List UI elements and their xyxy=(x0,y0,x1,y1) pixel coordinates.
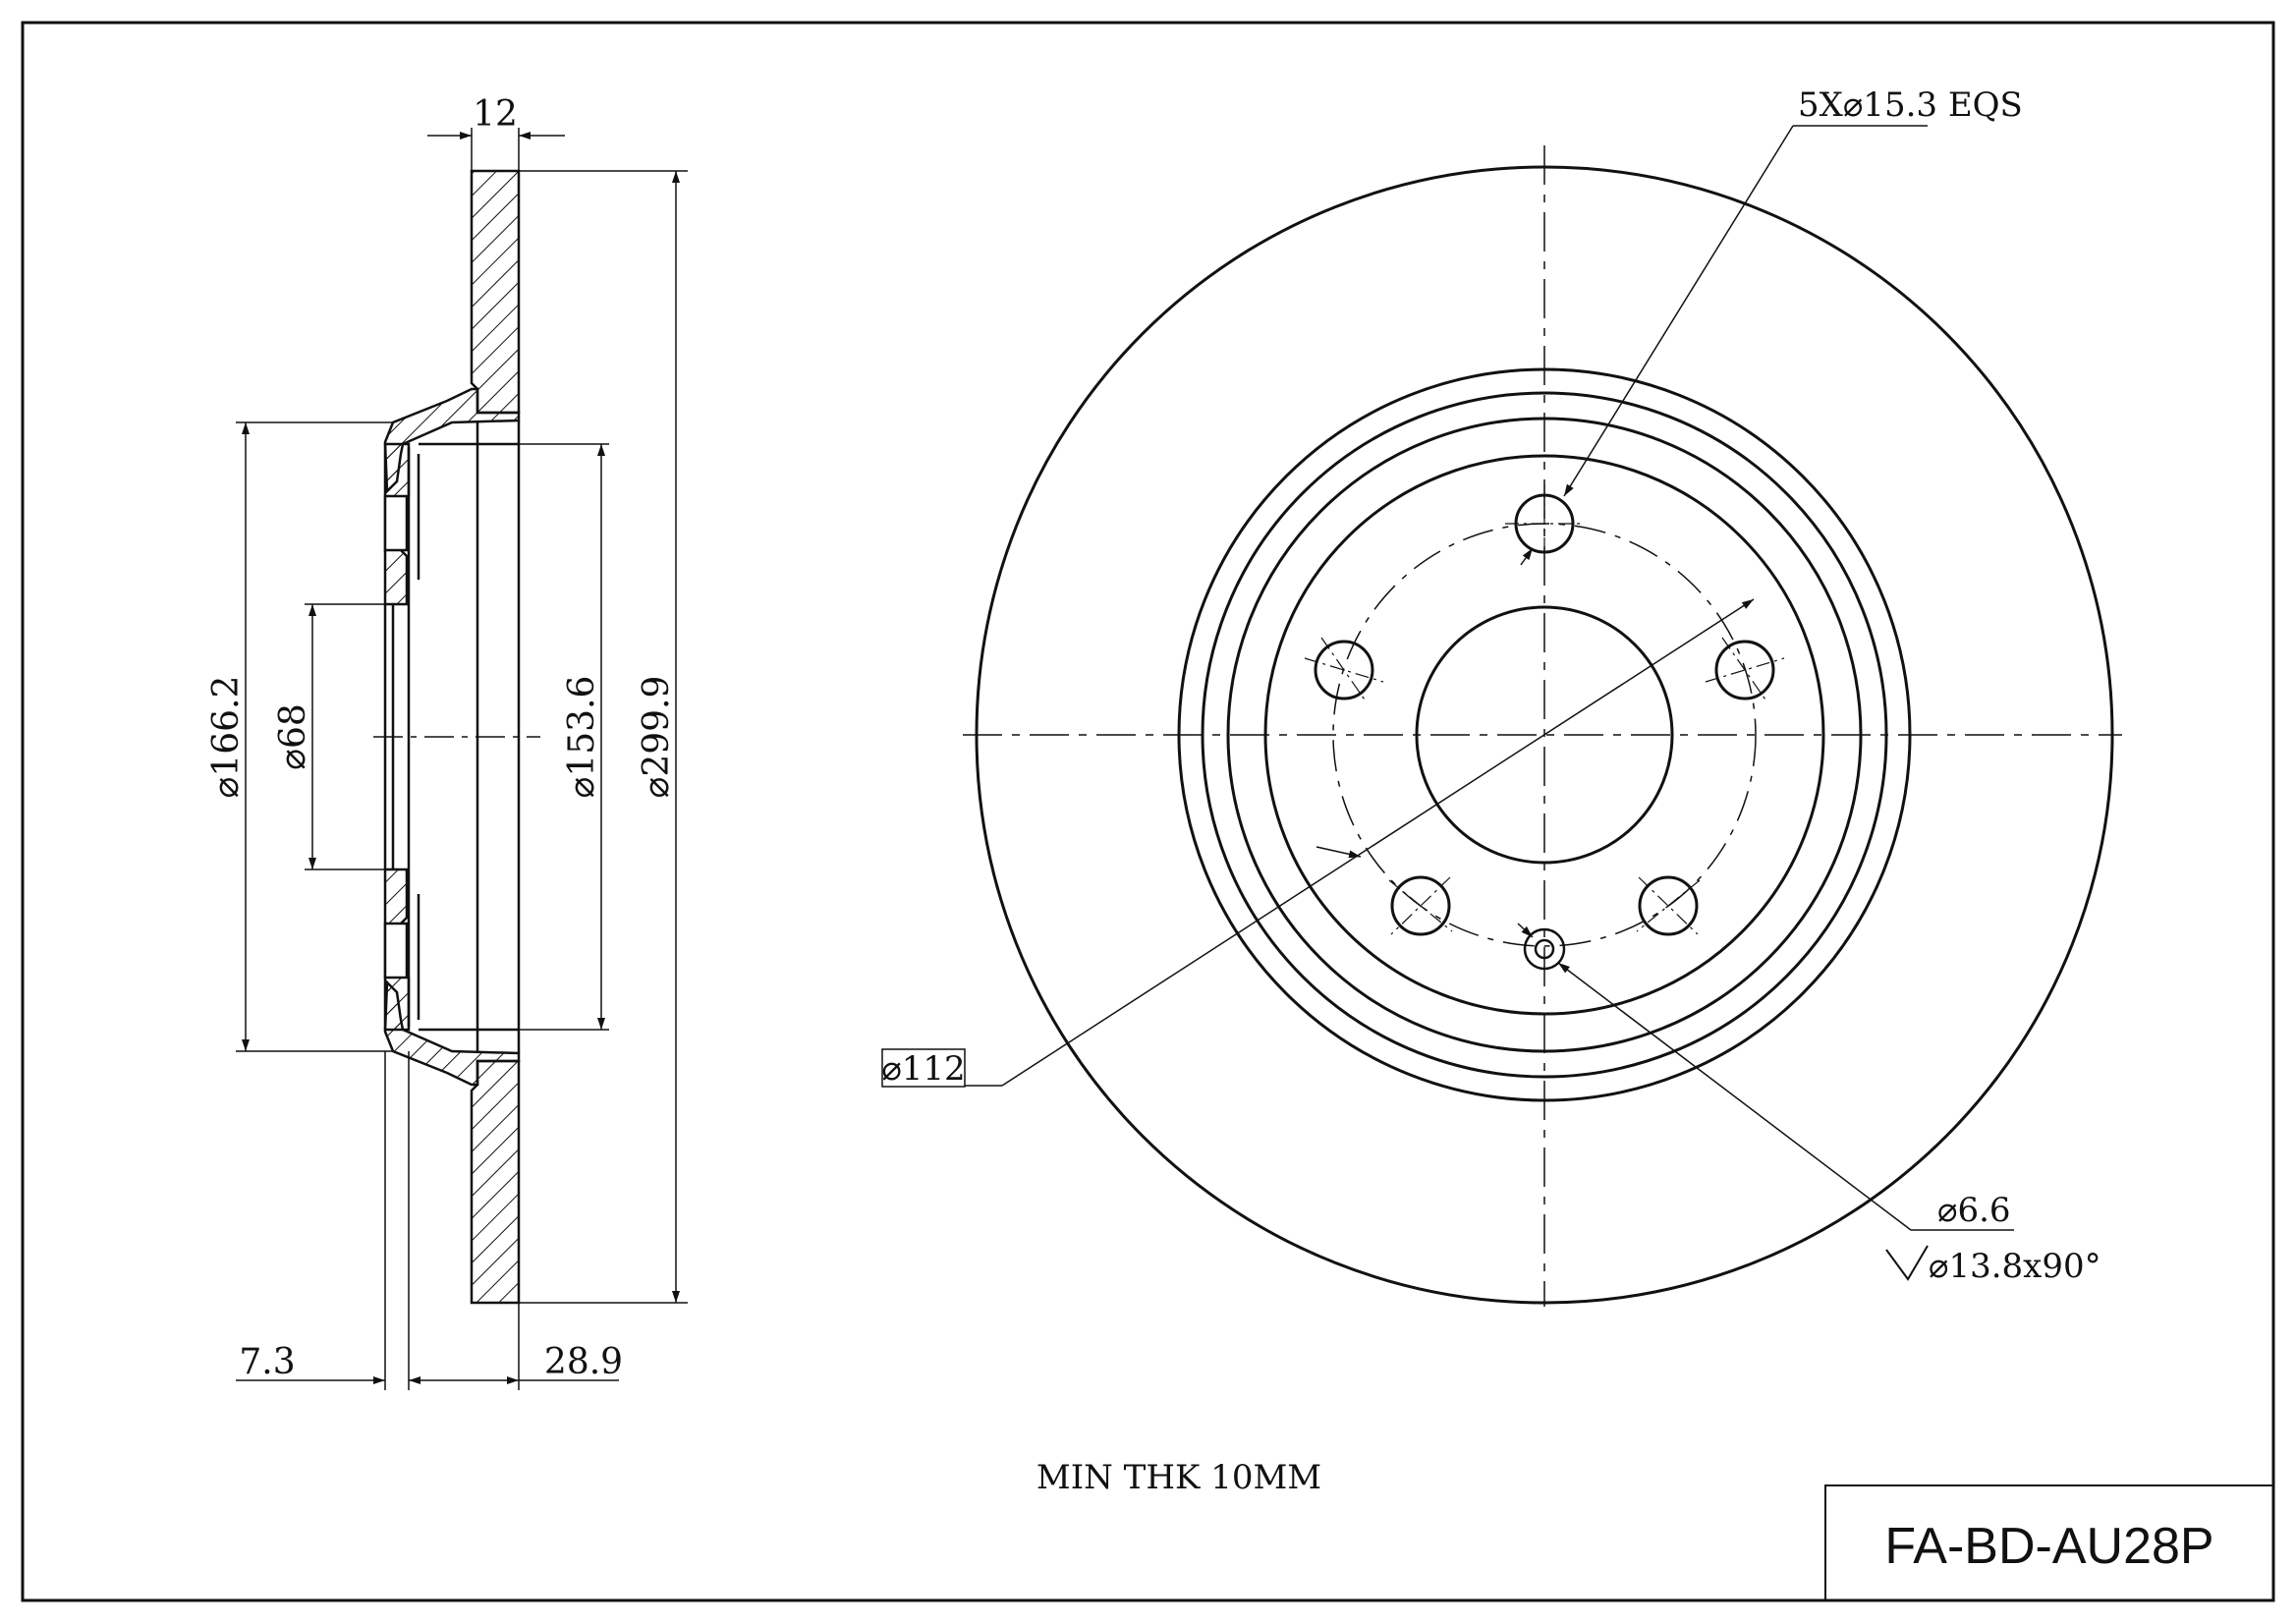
label-countersink: ⌀13.8x90° xyxy=(1929,1247,2101,1286)
bolt-hole xyxy=(1638,875,1699,936)
label-small-hole: ⌀6.6 xyxy=(1937,1191,2011,1230)
dim-outer-diameter: ⌀299.9 xyxy=(637,676,677,799)
dim-total-height: 28.9 xyxy=(544,1342,623,1382)
countersink-symbol xyxy=(1885,1245,1929,1281)
label-pcd: ⌀112 xyxy=(881,1049,965,1089)
min-thickness-note: MIN THK 10MM xyxy=(1036,1458,1321,1497)
dim-center-bore: ⌀68 xyxy=(273,703,313,769)
bolt-holes xyxy=(1314,493,1775,936)
bolt-hole xyxy=(1390,875,1451,936)
dim-inner-diameter: ⌀153.6 xyxy=(562,676,602,799)
bolt-hole xyxy=(1714,640,1775,700)
dim-thickness: 12 xyxy=(473,94,518,135)
section-ring-top xyxy=(470,169,521,415)
title-block: FA-BD-AU28P xyxy=(1824,1484,2274,1601)
dim-hat-offset: 7.3 xyxy=(239,1342,295,1382)
part-number: FA-BD-AU28P xyxy=(1884,1518,2213,1575)
dim-hat-diameter: ⌀166.2 xyxy=(206,676,247,799)
sheet-border xyxy=(21,21,2275,1602)
section-ring-bottom xyxy=(470,1059,521,1305)
front-view xyxy=(881,125,2122,1307)
label-bolt-holes: 5X⌀15.3 EQS xyxy=(1798,85,2023,125)
side-section-view xyxy=(236,128,688,1390)
pcd-label-box xyxy=(881,1048,966,1088)
bolt-hole-section-lower xyxy=(383,922,409,980)
bolt-hole-section-upper xyxy=(383,494,409,552)
bolt-hole xyxy=(1314,640,1374,700)
